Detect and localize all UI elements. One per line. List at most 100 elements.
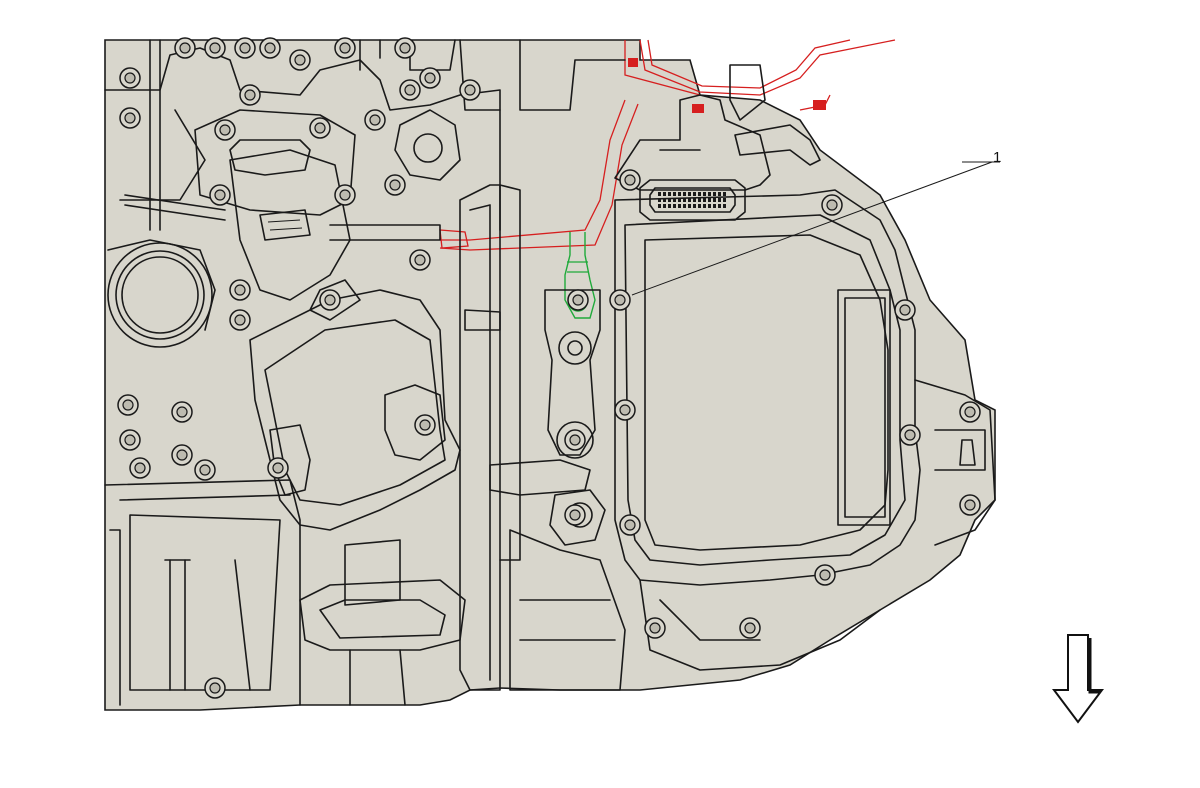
callout-label: 1 bbox=[993, 149, 1001, 166]
bolt-12 bbox=[214, 119, 236, 141]
connector-pin bbox=[668, 204, 671, 208]
bolt-6 bbox=[259, 37, 281, 59]
valve-body-cover bbox=[614, 189, 996, 671]
connector-pin bbox=[708, 204, 711, 208]
bolt-26 bbox=[119, 429, 141, 451]
bolt-42 bbox=[619, 514, 641, 536]
bolt-39 bbox=[899, 424, 921, 446]
connector-pin bbox=[713, 198, 716, 202]
bolt-43 bbox=[814, 564, 836, 586]
bolt-5 bbox=[234, 37, 256, 59]
bolt-31 bbox=[267, 457, 289, 479]
wiring-harness bbox=[439, 39, 896, 251]
bolt-18 bbox=[364, 109, 386, 131]
connector-pin bbox=[663, 198, 666, 202]
bolt-14 bbox=[209, 184, 231, 206]
connector-pin bbox=[703, 192, 706, 196]
bolt-7 bbox=[289, 49, 311, 71]
connector-pin bbox=[723, 192, 726, 196]
connector-pin bbox=[673, 204, 676, 208]
bolt-34 bbox=[609, 289, 631, 311]
bolt-4 bbox=[204, 37, 226, 59]
connector-pin bbox=[718, 204, 721, 208]
connector-pin bbox=[658, 204, 661, 208]
bolt-2 bbox=[119, 107, 141, 129]
bolt-33 bbox=[567, 289, 589, 311]
connector-pin bbox=[673, 198, 676, 202]
bolt-44 bbox=[739, 617, 761, 639]
connector-pin bbox=[713, 192, 716, 196]
bolt-3 bbox=[174, 37, 196, 59]
bolt-16 bbox=[459, 79, 481, 101]
bolt-37 bbox=[894, 299, 916, 321]
bolt-45 bbox=[644, 617, 666, 639]
connector-pin bbox=[658, 198, 661, 202]
bolt-fasteners bbox=[117, 37, 981, 699]
connector-pin bbox=[688, 198, 691, 202]
connector-pin bbox=[723, 198, 726, 202]
connector-pin bbox=[683, 204, 686, 208]
connector-pin bbox=[723, 204, 726, 208]
bolt-23 bbox=[229, 309, 251, 331]
bolt-1 bbox=[119, 67, 141, 89]
bolt-27 bbox=[171, 444, 193, 466]
callout-1: 1 bbox=[631, 149, 1001, 296]
connector-pin bbox=[698, 204, 701, 208]
connector-pin bbox=[678, 204, 681, 208]
bolt-36 bbox=[821, 194, 843, 216]
connector-pin bbox=[708, 192, 711, 196]
connector-pin bbox=[693, 204, 696, 208]
bolt-25 bbox=[171, 401, 193, 423]
connector-pin bbox=[688, 204, 691, 208]
bolt-29 bbox=[129, 457, 151, 479]
bolt-19 bbox=[384, 174, 406, 196]
connector-pin bbox=[673, 192, 676, 196]
bolt-47 bbox=[564, 429, 586, 451]
down-arrow-icon bbox=[1052, 634, 1104, 724]
bolt-28 bbox=[194, 459, 216, 481]
oil-filter bbox=[107, 239, 216, 348]
connector-pin bbox=[683, 192, 686, 196]
connector-pin bbox=[688, 192, 691, 196]
connector-pin bbox=[718, 198, 721, 202]
bolt-20 bbox=[229, 279, 251, 301]
connector-pin bbox=[693, 198, 696, 202]
connector-pins bbox=[658, 192, 726, 208]
connector-pin bbox=[693, 192, 696, 196]
bolt-32 bbox=[204, 677, 226, 699]
connector-pin bbox=[668, 198, 671, 202]
bolt-40 bbox=[959, 494, 981, 516]
connector-pin bbox=[663, 192, 666, 196]
bolt-35 bbox=[619, 169, 641, 191]
connector-pin bbox=[678, 198, 681, 202]
connector-pin bbox=[703, 198, 706, 202]
connector-pin bbox=[708, 198, 711, 202]
bolt-30 bbox=[414, 414, 436, 436]
bolt-46 bbox=[564, 504, 586, 526]
bolt-41 bbox=[614, 399, 636, 421]
bolt-24 bbox=[117, 394, 139, 416]
tcm-bracket bbox=[614, 64, 821, 221]
connector-pin bbox=[713, 204, 716, 208]
connector-pin bbox=[698, 198, 701, 202]
bolt-38 bbox=[959, 401, 981, 423]
bolt-8 bbox=[334, 37, 356, 59]
bolt-11 bbox=[239, 84, 261, 106]
connector-pin bbox=[703, 204, 706, 208]
upper-engine-block bbox=[104, 39, 626, 231]
bolt-21 bbox=[319, 289, 341, 311]
bolt-10 bbox=[419, 67, 441, 89]
connector-pin bbox=[658, 192, 661, 196]
bolt-17 bbox=[399, 79, 421, 101]
connector-pin bbox=[683, 198, 686, 202]
bolt-9 bbox=[394, 37, 416, 59]
bolt-15 bbox=[334, 184, 356, 206]
housing-base bbox=[104, 39, 996, 711]
bolt-22 bbox=[409, 249, 431, 271]
bolt-13 bbox=[309, 117, 331, 139]
oil-pan bbox=[104, 479, 301, 706]
connector-pin bbox=[668, 192, 671, 196]
connector-pin bbox=[678, 192, 681, 196]
